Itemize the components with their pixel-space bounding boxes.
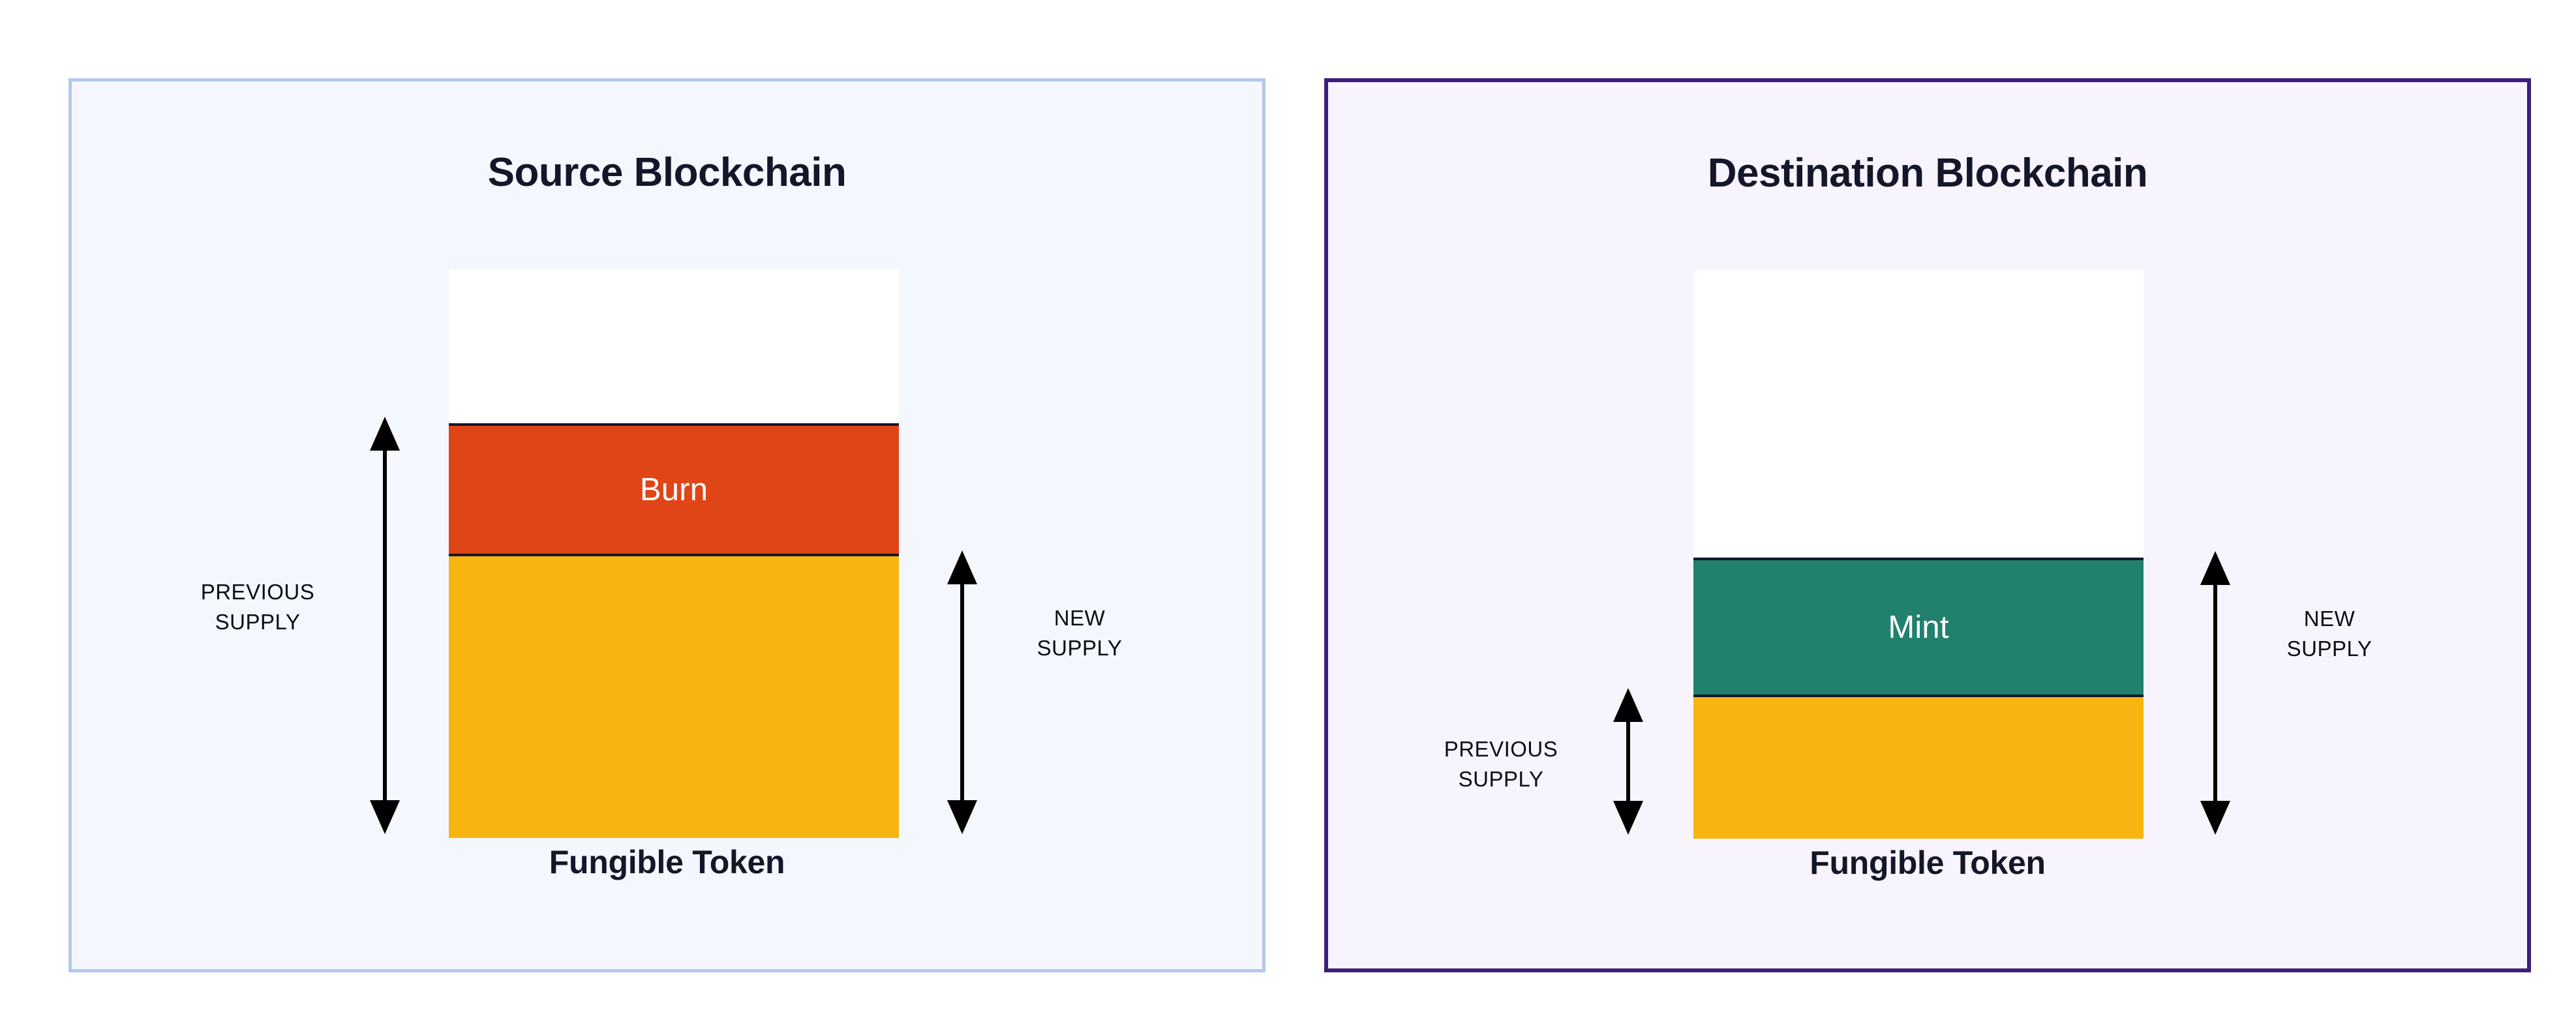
bar-segment-mint: Mint	[1693, 558, 2144, 697]
dimension-arrow-new-supply-destination	[2199, 551, 2232, 835]
bar-segment-remaining-destination	[1693, 697, 2144, 839]
page-title-destination: Destination Blockchain	[1707, 151, 2148, 196]
panel-source-blockchain: Source Blockchain Burn PREVIOUS SUPPLY	[68, 78, 1265, 972]
page-title-source: Source Blockchain	[487, 150, 847, 195]
bar-segment-burn: Burn	[449, 423, 899, 556]
bar-segment-remaining-source	[449, 556, 899, 838]
bar-segment-burn-label: Burn	[639, 472, 708, 507]
bar-segment-empty-source	[449, 269, 899, 423]
dimension-label-new-supply-source: NEW SUPPLY	[1037, 606, 1123, 660]
panel-destination-blockchain: Destination Blockchain Mint PREVIOUS SUP…	[1324, 78, 2531, 972]
token-caption-destination: Fungible Token	[1810, 845, 2046, 881]
bar-segment-mint-label: Mint	[1888, 610, 1949, 645]
dimension-label-previous-supply-source: PREVIOUS SUPPLY	[200, 580, 315, 634]
token-supply-bar-destination: Mint	[1693, 270, 2144, 839]
token-supply-bar-source: Burn	[449, 269, 899, 838]
dimension-arrow-new-supply-source	[946, 550, 978, 834]
dimension-label-new-supply-destination: NEW SUPPLY	[2286, 606, 2372, 661]
dimension-arrow-previous-supply-destination	[1612, 688, 1644, 835]
bar-segment-empty-destination	[1693, 270, 2144, 558]
dimension-label-previous-supply-destination: PREVIOUS SUPPLY	[1444, 737, 1558, 791]
token-caption-source: Fungible Token	[549, 844, 785, 880]
dimension-arrow-previous-supply-source	[369, 417, 401, 834]
